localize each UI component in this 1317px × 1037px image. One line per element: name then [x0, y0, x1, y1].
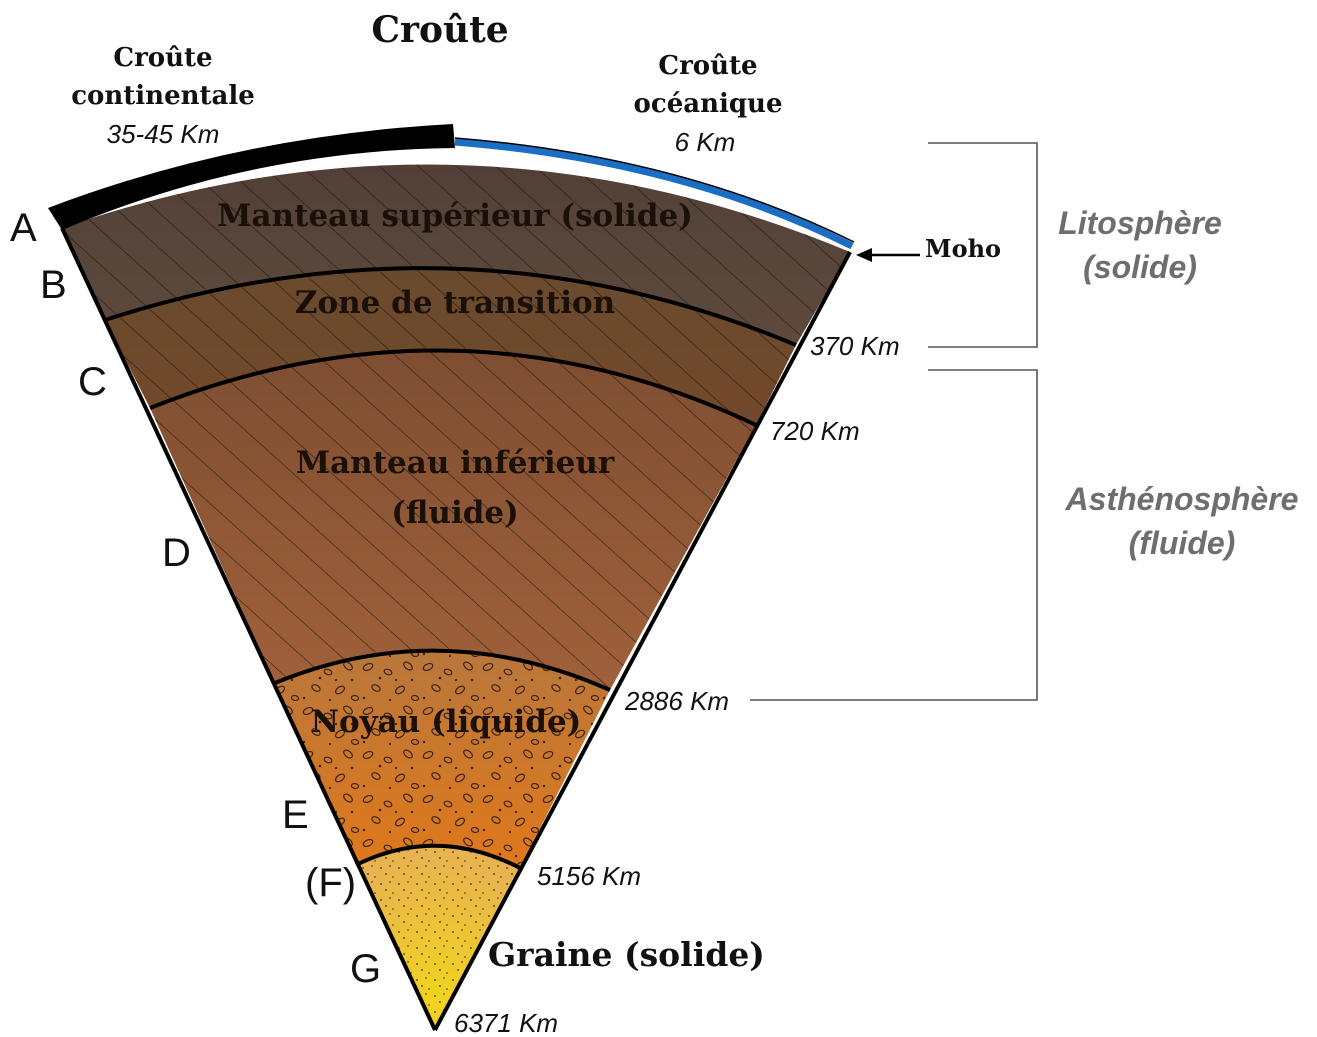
lower-mantle-label-line1: Manteau inférieur	[296, 445, 615, 481]
depth-2886: 2886 Km	[624, 686, 729, 716]
letter-b: B	[40, 263, 67, 307]
lower-mantle-label-line2: (fluide)	[391, 495, 519, 531]
lithosphere-label-line1: Litosphère	[1058, 205, 1222, 241]
oceanic-crust-outline	[454, 137, 855, 243]
upper-mantle-hatch	[62, 164, 850, 345]
outer-core-pattern	[275, 650, 610, 868]
continental-crust-label-line1: Croûte	[113, 43, 212, 73]
oceanic-crust-label-line1: Croûte	[658, 51, 757, 81]
letter-c: C	[78, 360, 107, 404]
wedge-left-edge	[60, 227, 437, 1031]
continental-crust-label-line2: continentale	[71, 81, 255, 111]
depth-6371: 6371 Km	[454, 1008, 558, 1037]
moho-arrow	[856, 248, 920, 262]
continental-crust	[48, 124, 455, 230]
outer-core-label: Noyau (liquide)	[311, 704, 582, 740]
depth-370: 370 Km	[810, 331, 900, 361]
diagram-title: Croûte	[371, 9, 508, 51]
boundary-transition-top	[104, 266, 797, 347]
boundary-lower-mantle-top	[149, 348, 757, 427]
letter-e: E	[282, 793, 309, 837]
continental-crust-thickness: 35-45 Km	[107, 119, 220, 149]
wedge-right-edge	[433, 251, 852, 1031]
letter-f: (F)	[305, 861, 356, 905]
inner-core-label: Graine (solide)	[488, 935, 765, 974]
letter-d: D	[162, 531, 191, 575]
transition-zone-label: Zone de transition	[295, 285, 615, 321]
lithosphere-label-line2: (solide)	[1083, 249, 1197, 285]
inner-core-dots	[356, 845, 520, 1030]
lower-mantle-hatch	[150, 350, 756, 690]
boundary-inner-core	[355, 843, 521, 870]
lithosphere-bracket	[928, 142, 1038, 348]
upper-mantle-label: Manteau supérieur (solide)	[217, 198, 693, 234]
boundary-core-mantle	[274, 648, 611, 692]
asthenosphere-label-line2: (fluide)	[1129, 525, 1236, 561]
oceanic-crust-thickness: 6 Km	[675, 127, 736, 157]
transition-zone-hatch	[105, 268, 796, 425]
depth-720: 720 Km	[770, 416, 860, 446]
depth-5156: 5156 Km	[537, 861, 641, 891]
oceanic-crust	[454, 138, 854, 250]
moho-label: Moho	[925, 234, 1001, 263]
asthenosphere-label-line1: Asthénosphère	[1065, 481, 1299, 517]
oceanic-crust-label-line2: océanique	[634, 89, 783, 119]
asthenosphere-bracket	[750, 369, 1038, 701]
letter-a: A	[10, 206, 37, 250]
letter-g: G	[350, 947, 381, 991]
